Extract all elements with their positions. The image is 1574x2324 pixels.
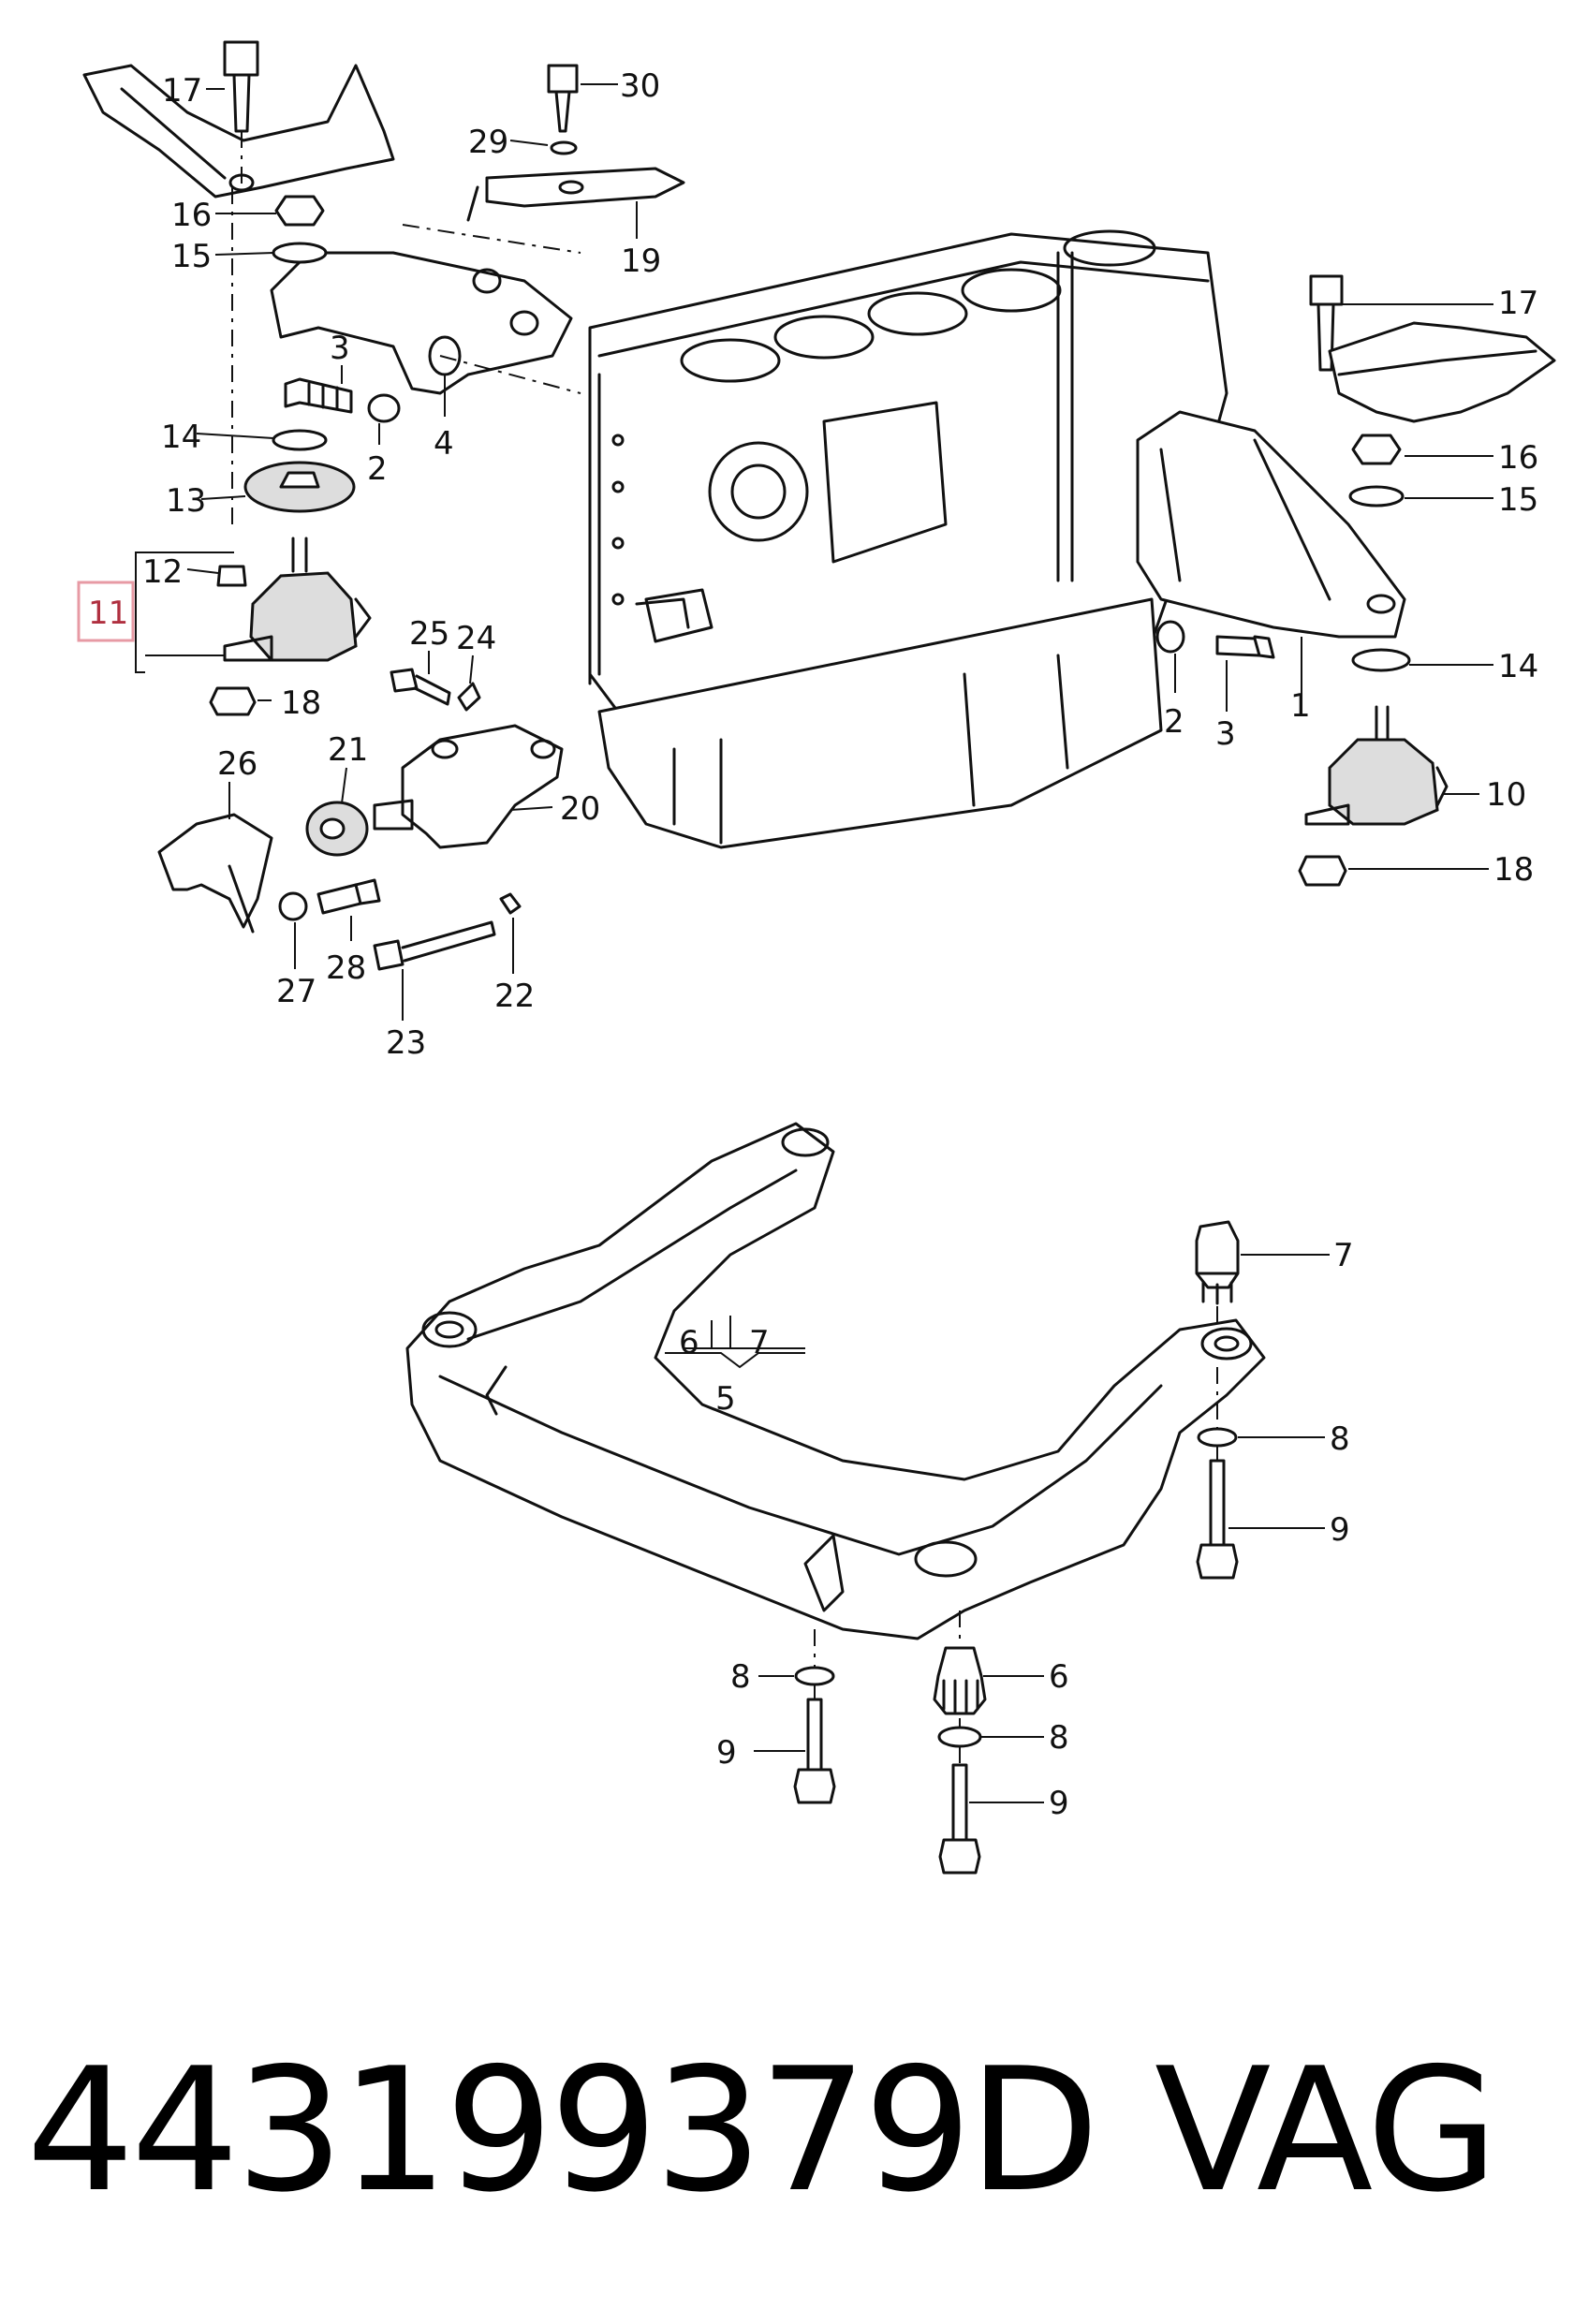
callout-22: 22: [494, 978, 535, 1015]
callout-4: 4: [434, 425, 454, 463]
callout-17-right: 17: [1498, 285, 1538, 322]
callout-11-highlight: [77, 581, 135, 642]
callout-13: 13: [166, 482, 206, 520]
callout-11: 11: [88, 595, 128, 632]
callout-2: 2: [367, 450, 388, 488]
part-caption: 443199379D VAG: [26, 2037, 1562, 2224]
callout-18: 18: [281, 684, 321, 722]
bolt-17-left: [223, 40, 259, 187]
callout-14-right: 14: [1498, 648, 1538, 685]
callout-26: 26: [217, 745, 257, 783]
callout-6-bottom-right: 6: [1049, 1658, 1069, 1696]
callout-27: 27: [276, 973, 316, 1010]
callout-30: 30: [620, 67, 660, 105]
callout-17: 17: [162, 72, 202, 110]
callout-labels: 17 30 29 16 15 19 3 14 2 4 13 12 11 18 2…: [88, 67, 1538, 1822]
callout-12: 12: [142, 553, 183, 591]
right-bolt-3-washer-2: [1155, 620, 1275, 659]
callout-25: 25: [409, 615, 449, 653]
callout-15: 15: [171, 238, 212, 275]
callout-23: 23: [386, 1024, 426, 1062]
subframe-hardware-right: [1195, 1220, 1240, 1580]
callout-8-bottom-right: 8: [1049, 1719, 1069, 1757]
callout-8-bottom-left: 8: [730, 1658, 751, 1696]
callout-16: 16: [171, 197, 212, 234]
left-heat-shield: [82, 64, 395, 199]
callout-14: 14: [161, 419, 201, 456]
callout-10: 10: [1486, 776, 1526, 814]
left-mount-stack: [209, 187, 401, 716]
center-small-parts: [157, 668, 564, 971]
callout-18-right: 18: [1493, 851, 1534, 889]
right-engine-bracket: [1136, 410, 1406, 639]
callout-9-right: 9: [1330, 1511, 1350, 1549]
bracket-19: [466, 64, 685, 222]
callout-6-subframe: 6: [679, 1324, 699, 1361]
leader-lines: [135, 83, 1493, 1803]
callout-29: 29: [468, 124, 508, 161]
callout-8-right: 8: [1330, 1420, 1350, 1458]
callout-1: 1: [1290, 687, 1311, 725]
callout-16-right: 16: [1498, 439, 1538, 477]
subframe: [405, 1122, 1266, 1640]
subframe-hardware-bottom-left: [793, 1629, 836, 1804]
callout-7-subframe: 7: [749, 1324, 770, 1361]
subframe-hardware-bottom-right: [933, 1611, 987, 1875]
callout-24: 24: [456, 620, 496, 657]
callout-9-bottom-left: 9: [716, 1734, 737, 1772]
callout-28: 28: [326, 949, 366, 987]
left-engine-bracket: [270, 224, 581, 395]
callout-20: 20: [560, 790, 600, 828]
callout-3: 3: [330, 330, 350, 367]
brand-name: VAG: [1155, 2031, 1498, 2229]
callout-3-right: 3: [1215, 715, 1236, 753]
callout-2-right: 2: [1164, 703, 1184, 741]
callout-15-right: 15: [1498, 481, 1538, 519]
right-mount-stack: [1298, 274, 1556, 887]
callout-5: 5: [715, 1380, 736, 1418]
engine-block: [588, 229, 1228, 849]
callout-7-right: 7: [1333, 1237, 1354, 1274]
part-number: 443199379D: [26, 2031, 1099, 2229]
callout-21: 21: [328, 731, 368, 769]
callout-9-bottom-right: 9: [1049, 1785, 1069, 1822]
callout-19: 19: [621, 243, 661, 280]
